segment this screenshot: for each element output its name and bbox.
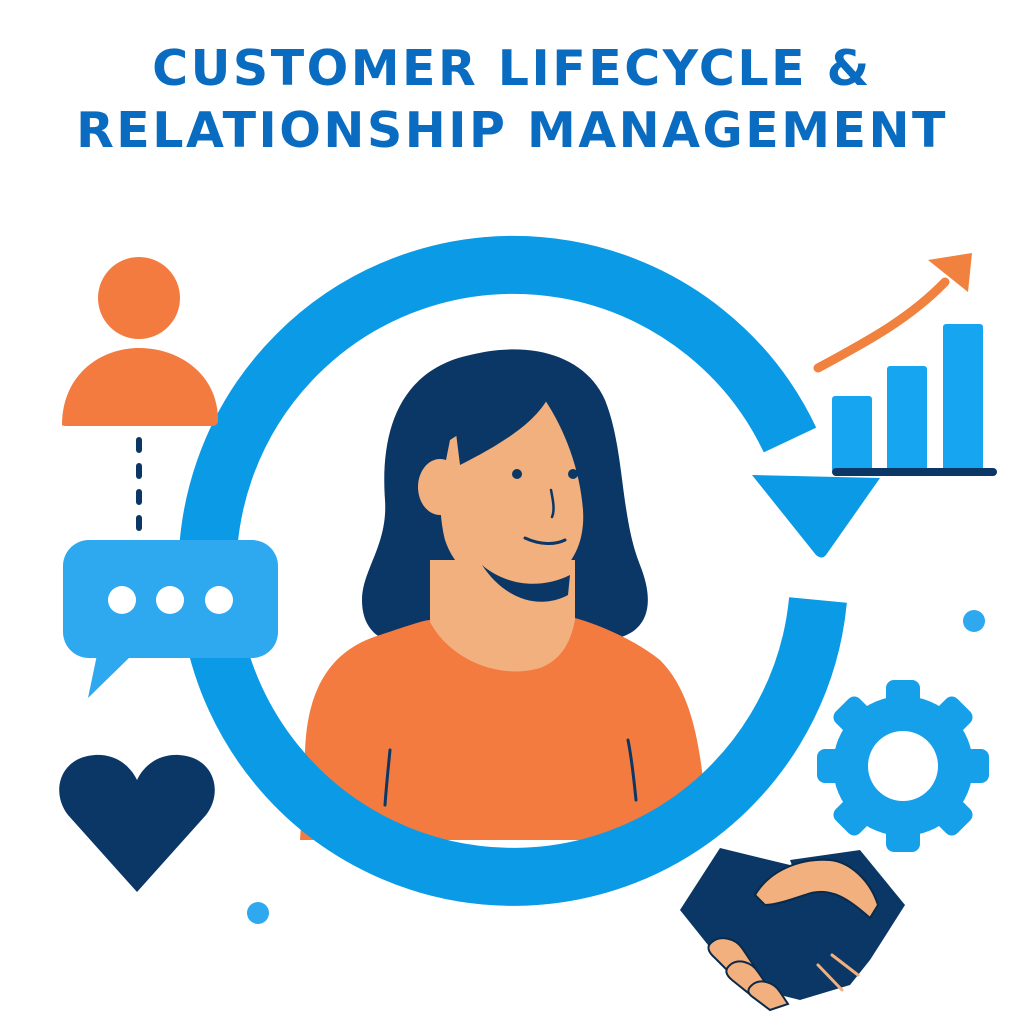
growth-chart-icon [813,253,997,476]
title-line-1: CUSTOMER LIFECYCLE & [152,40,872,97]
gear-icon [817,680,989,852]
decorative-dot [247,902,269,924]
woman-avatar [300,349,705,840]
figure-mask [180,820,860,1024]
person-icon [62,257,218,426]
heart-icon [59,754,215,892]
page-title: CUSTOMER LIFECYCLE & RELATIONSHIP MANAGE… [0,38,1024,162]
chat-bubble-icon [63,540,278,698]
handshake-icon [680,848,905,1012]
decorative-dot [963,610,985,632]
title-line-2: RELATIONSHIP MANAGEMENT [76,102,948,159]
